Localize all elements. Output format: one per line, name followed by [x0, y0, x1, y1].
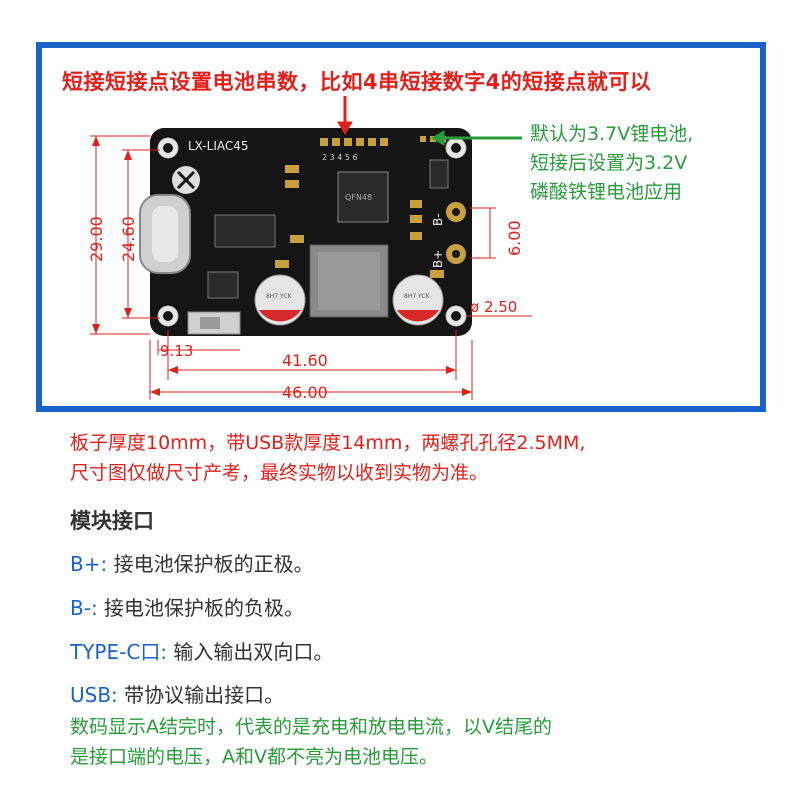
bottom-note: 数码显示A结完时，代表的是充电和放电电流，以V结尾的 是接口端的电压，A和V都不… — [70, 712, 552, 772]
jumper-pads — [320, 138, 388, 146]
interface-item: B-: 接电池保护板的负极。 — [70, 592, 304, 621]
main-chip — [337, 171, 389, 223]
cap-label-right: 8H7 YCK — [404, 293, 431, 300]
chip-label: QFN48 — [345, 193, 372, 202]
interface-item: B+: 接电池保护板的正极。 — [70, 548, 314, 577]
interface-desc: 接电池保护板的负极。 — [97, 596, 305, 620]
dim-switch-offset: 9.13 — [160, 342, 193, 360]
interface-key: B-: — [70, 596, 98, 620]
interface-key: TYPE-C口: — [70, 640, 168, 664]
interface-item: TYPE-C口: 输入输出双向口。 — [70, 636, 333, 665]
model-label: LX-LIAC45 — [188, 139, 249, 153]
red-note: 板子厚度10mm，带USB款厚度14mm，两螺孔孔径2.5MM, 尺寸图仅做尺寸… — [70, 428, 585, 488]
b-minus-label: B- — [431, 213, 445, 226]
green-arrow — [431, 130, 522, 146]
top-note: 短接短接点设置电池串数，比如4串短接数字4的短接点就可以 — [62, 70, 652, 94]
dim-height-outer: 29.00 — [87, 216, 106, 262]
red-note-line: 尺寸图仅做尺寸产考，最终实物以收到实物为准。 — [70, 462, 489, 484]
red-note-line: 板子厚度10mm，带USB款厚度14mm，两螺孔孔径2.5MM, — [70, 432, 586, 454]
interface-key: B+: — [70, 552, 108, 576]
interface-item: USB: 带协议输出接口。 — [70, 679, 284, 708]
cap-label-left: 8H7 YCK — [266, 293, 293, 300]
bottom-note-line: 是接口端的电压，A和V都不亮为电池电压。 — [70, 746, 438, 768]
dim-hole-diameter: ø 2.50 — [470, 298, 517, 316]
bottom-note-line: 数码显示A结完时，代表的是充电和放电电流，以V结尾的 — [70, 716, 552, 738]
usb-chip — [214, 214, 276, 248]
interface-desc: 输入输出双向口。 — [167, 640, 334, 664]
green-note-line: 短接后设置为3.2V — [530, 152, 688, 174]
dim-width-total: 46.00 — [282, 383, 328, 402]
green-note: 默认为3.7V锂电池, 短接后设置为3.2V 磷酸铁锂电池应用 — [530, 120, 693, 207]
pad-numbers: 2 3 4 5 6 — [322, 153, 358, 162]
section-title: 模块接口 — [70, 509, 154, 533]
green-note-line: 磷酸铁锂电池应用 — [530, 181, 683, 203]
interface-desc: 带协议输出接口。 — [117, 683, 285, 707]
dim-hole-spacing: 6.00 — [505, 220, 524, 256]
green-note-line: 默认为3.7V锂电池, — [530, 123, 694, 145]
interface-key: USB: — [70, 683, 118, 707]
interface-desc: 接电池保护板的正极。 — [107, 552, 314, 576]
board-diagram: LX-LIAC45 2 3 4 5 6 QFN48 8H7 YCK 8H7 YC… — [87, 96, 532, 402]
dim-hole-distance: 41.60 — [282, 351, 328, 370]
red-arrow — [337, 96, 353, 135]
b-plus-label: B+ — [431, 250, 445, 268]
dim-height-inner: 24.60 — [119, 216, 138, 262]
